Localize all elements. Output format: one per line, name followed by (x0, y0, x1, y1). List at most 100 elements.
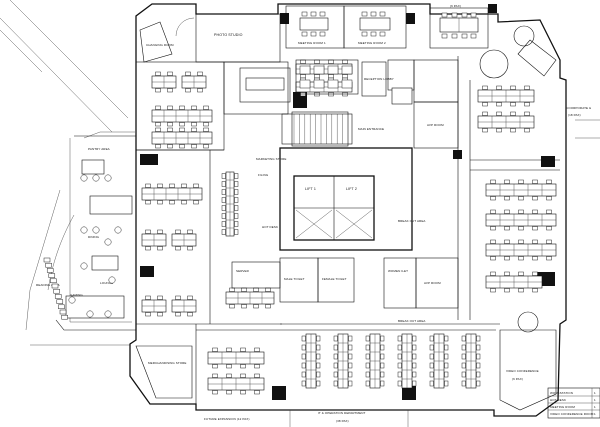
chair (444, 362, 449, 369)
chair (187, 295, 193, 300)
chair (175, 246, 181, 251)
chair (221, 197, 226, 203)
legend-row-value: 1 (594, 398, 596, 402)
coorporate-label: COORPORATE & (566, 106, 591, 110)
bookshelf-unit (43, 257, 51, 263)
lift-core: LIFT 1 LIFT 2 (293, 175, 375, 241)
chair (187, 312, 193, 317)
chair (444, 353, 449, 360)
chair (412, 353, 417, 360)
workstation-cluster (301, 333, 481, 389)
chair (221, 181, 226, 187)
chair (546, 179, 552, 184)
lounge-label: LOUNGE (100, 281, 113, 285)
chair (490, 209, 496, 214)
bookshelf-unit (51, 283, 59, 289)
chair (518, 288, 524, 293)
lounge-table (91, 255, 119, 271)
chair (241, 287, 247, 292)
seat (80, 262, 88, 270)
chair (365, 362, 370, 369)
chair (175, 312, 181, 317)
chair (203, 127, 209, 132)
chair (476, 371, 481, 378)
coorporate-pax-label: (18 PAX) (568, 113, 581, 117)
chair (510, 85, 516, 90)
bookshelf-unit (59, 309, 67, 315)
lobby-seat (313, 65, 325, 75)
chair (476, 380, 481, 387)
chair (179, 144, 185, 149)
chair (532, 271, 538, 276)
bookshelf-unit (54, 294, 62, 299)
chair (240, 364, 246, 369)
chair (155, 122, 161, 127)
chair (510, 111, 516, 116)
chair (212, 347, 218, 352)
chair (234, 221, 239, 227)
chair (221, 205, 226, 211)
chair (254, 347, 260, 352)
site-lines (0, 0, 600, 346)
chair (504, 179, 510, 184)
chair (157, 295, 163, 300)
chair (316, 353, 321, 360)
chair (496, 85, 502, 90)
male-toilet-label: MALE TOILET (284, 277, 305, 281)
chair (333, 371, 338, 378)
bookshelf-unit (61, 314, 68, 320)
chair (254, 373, 260, 378)
chair (175, 295, 181, 300)
chair (429, 353, 434, 360)
chair (348, 371, 353, 378)
chair (145, 295, 151, 300)
chair (532, 288, 538, 293)
chair (482, 85, 488, 90)
seat (92, 174, 100, 182)
seat (80, 226, 88, 234)
chair (532, 256, 538, 261)
chair (365, 344, 370, 351)
workstation-clusters (141, 59, 557, 395)
chair (380, 344, 385, 351)
chair (461, 353, 466, 360)
reading-label: READING AREA (36, 283, 60, 287)
chair (380, 362, 385, 369)
chair (234, 197, 239, 203)
chair (181, 183, 187, 188)
chair (342, 59, 348, 64)
chair (234, 205, 239, 211)
chair (240, 347, 246, 352)
chair (157, 312, 163, 317)
chair (185, 71, 191, 76)
chair (482, 102, 488, 107)
chair (524, 111, 530, 116)
chair (234, 189, 239, 195)
chair (444, 380, 449, 387)
pantry-label: PANTRY AREA (88, 147, 110, 151)
meeting-room-1-label: MEETING ROOM 1 (298, 41, 326, 45)
seat (92, 226, 100, 234)
seat (68, 296, 76, 304)
seat (104, 238, 112, 246)
bottom-labels: FUTURE EXPANSION (12 PAX) IT & OPERATION… (204, 410, 409, 427)
meeting-room-2-label: MEETING ROOM 2 (358, 41, 386, 45)
workstation-cluster (225, 287, 275, 309)
video-conference-pax: (6 PAX) (512, 377, 523, 381)
workstation-cluster (151, 105, 213, 149)
seat (108, 276, 116, 284)
chair (546, 196, 552, 201)
core-labels: MARKETING STORE FILING HOT DESK BREAK OU… (256, 157, 425, 323)
staircase (291, 111, 349, 147)
chair (187, 246, 193, 251)
chair (203, 122, 209, 127)
workstation-cluster (207, 347, 265, 395)
top-room-pax: (6 PAX) (450, 4, 461, 8)
chair (461, 371, 466, 378)
chair (187, 229, 193, 234)
women-ilet-label: WOMEN ILET (388, 269, 408, 273)
chair (301, 344, 306, 351)
chair (429, 335, 434, 342)
chair (546, 239, 552, 244)
lobby-seat (299, 65, 311, 75)
